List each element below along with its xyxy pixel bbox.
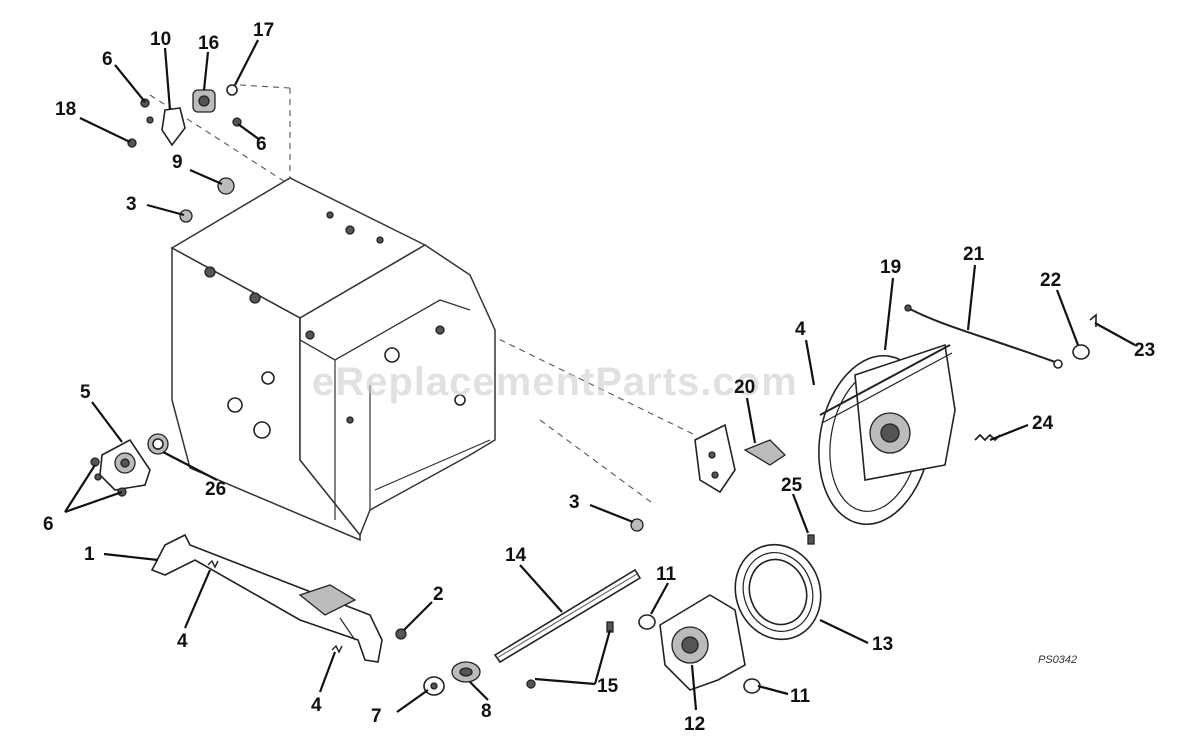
reference-code: PS0342 xyxy=(1038,654,1077,666)
watermark: eReplacementParts.com xyxy=(312,360,798,404)
callout-14: 14 xyxy=(505,545,527,566)
drive-wheel-19 xyxy=(818,343,956,526)
callout-18: 18 xyxy=(55,99,76,120)
callout-8: 8 xyxy=(481,701,492,722)
callout-20: 20 xyxy=(734,377,755,398)
callout-13: 13 xyxy=(872,634,893,655)
callout-19: 19 xyxy=(880,257,901,278)
nut-9 xyxy=(217,177,235,195)
callout-23: 23 xyxy=(1134,340,1155,361)
callout-10: 10 xyxy=(150,29,171,50)
callout-7: 7 xyxy=(371,706,382,727)
shift-lever-1 xyxy=(150,533,383,663)
washer-22 xyxy=(1072,344,1090,360)
callout-4-lower: 4 xyxy=(311,695,322,716)
upper-bracket-parts xyxy=(127,84,242,223)
callout-26: 26 xyxy=(205,479,226,500)
callout-2: 2 xyxy=(433,584,444,605)
nut-18 xyxy=(127,138,137,148)
callout-1: 1 xyxy=(84,544,95,565)
callout-24: 24 xyxy=(1032,413,1054,434)
callout-17: 17 xyxy=(253,20,274,41)
nut-2 xyxy=(395,628,407,640)
friction-disc-13 xyxy=(734,543,822,641)
callout-21: 21 xyxy=(963,244,985,265)
callout-6-left: 6 xyxy=(43,514,54,535)
callout-3-lower: 3 xyxy=(569,492,580,513)
pin-15-a xyxy=(526,679,536,689)
bolt-17 xyxy=(226,84,238,96)
bolt-25 xyxy=(807,534,815,545)
callout-9: 9 xyxy=(172,152,183,173)
pin-4-lever xyxy=(207,559,219,569)
callout-4-lever: 4 xyxy=(177,631,188,652)
callout-12: 12 xyxy=(684,714,705,735)
callout-6-top: 6 xyxy=(102,49,113,70)
callout-4-right: 4 xyxy=(795,319,806,340)
gear-8 xyxy=(451,661,481,683)
bracket-10 xyxy=(161,107,186,147)
cable-21 xyxy=(907,307,1056,363)
callout-22: 22 xyxy=(1040,270,1061,291)
nut-3-lower xyxy=(630,518,644,532)
pin-4-lower xyxy=(331,644,343,654)
callout-labels: 10 16 17 6 18 6 9 3 5 26 6 1 4 4 2 7 8 1… xyxy=(43,20,1155,735)
washer-11-upper xyxy=(638,614,656,630)
callout-11-lower: 11 xyxy=(790,686,811,707)
nut-3-top xyxy=(179,209,193,223)
washer-11-lower xyxy=(743,678,761,694)
bracket-20 xyxy=(743,439,787,466)
hex-shaft-14 xyxy=(493,568,642,664)
frame-housing xyxy=(170,177,496,542)
callout-25: 25 xyxy=(781,475,803,496)
bracket-assembly xyxy=(694,423,787,494)
left-bearing-parts xyxy=(90,433,169,497)
callout-15: 15 xyxy=(597,676,619,697)
pin-23 xyxy=(1089,313,1097,327)
bearing-housing-12 xyxy=(659,594,746,691)
callout-3-top: 3 xyxy=(126,194,137,215)
callout-6-right: 6 xyxy=(256,134,267,155)
callout-leaders xyxy=(64,39,1136,713)
callout-11-upper: 11 xyxy=(656,564,677,585)
callout-5: 5 xyxy=(80,382,91,403)
callout-16: 16 xyxy=(198,33,219,54)
spring-24 xyxy=(974,433,1001,442)
